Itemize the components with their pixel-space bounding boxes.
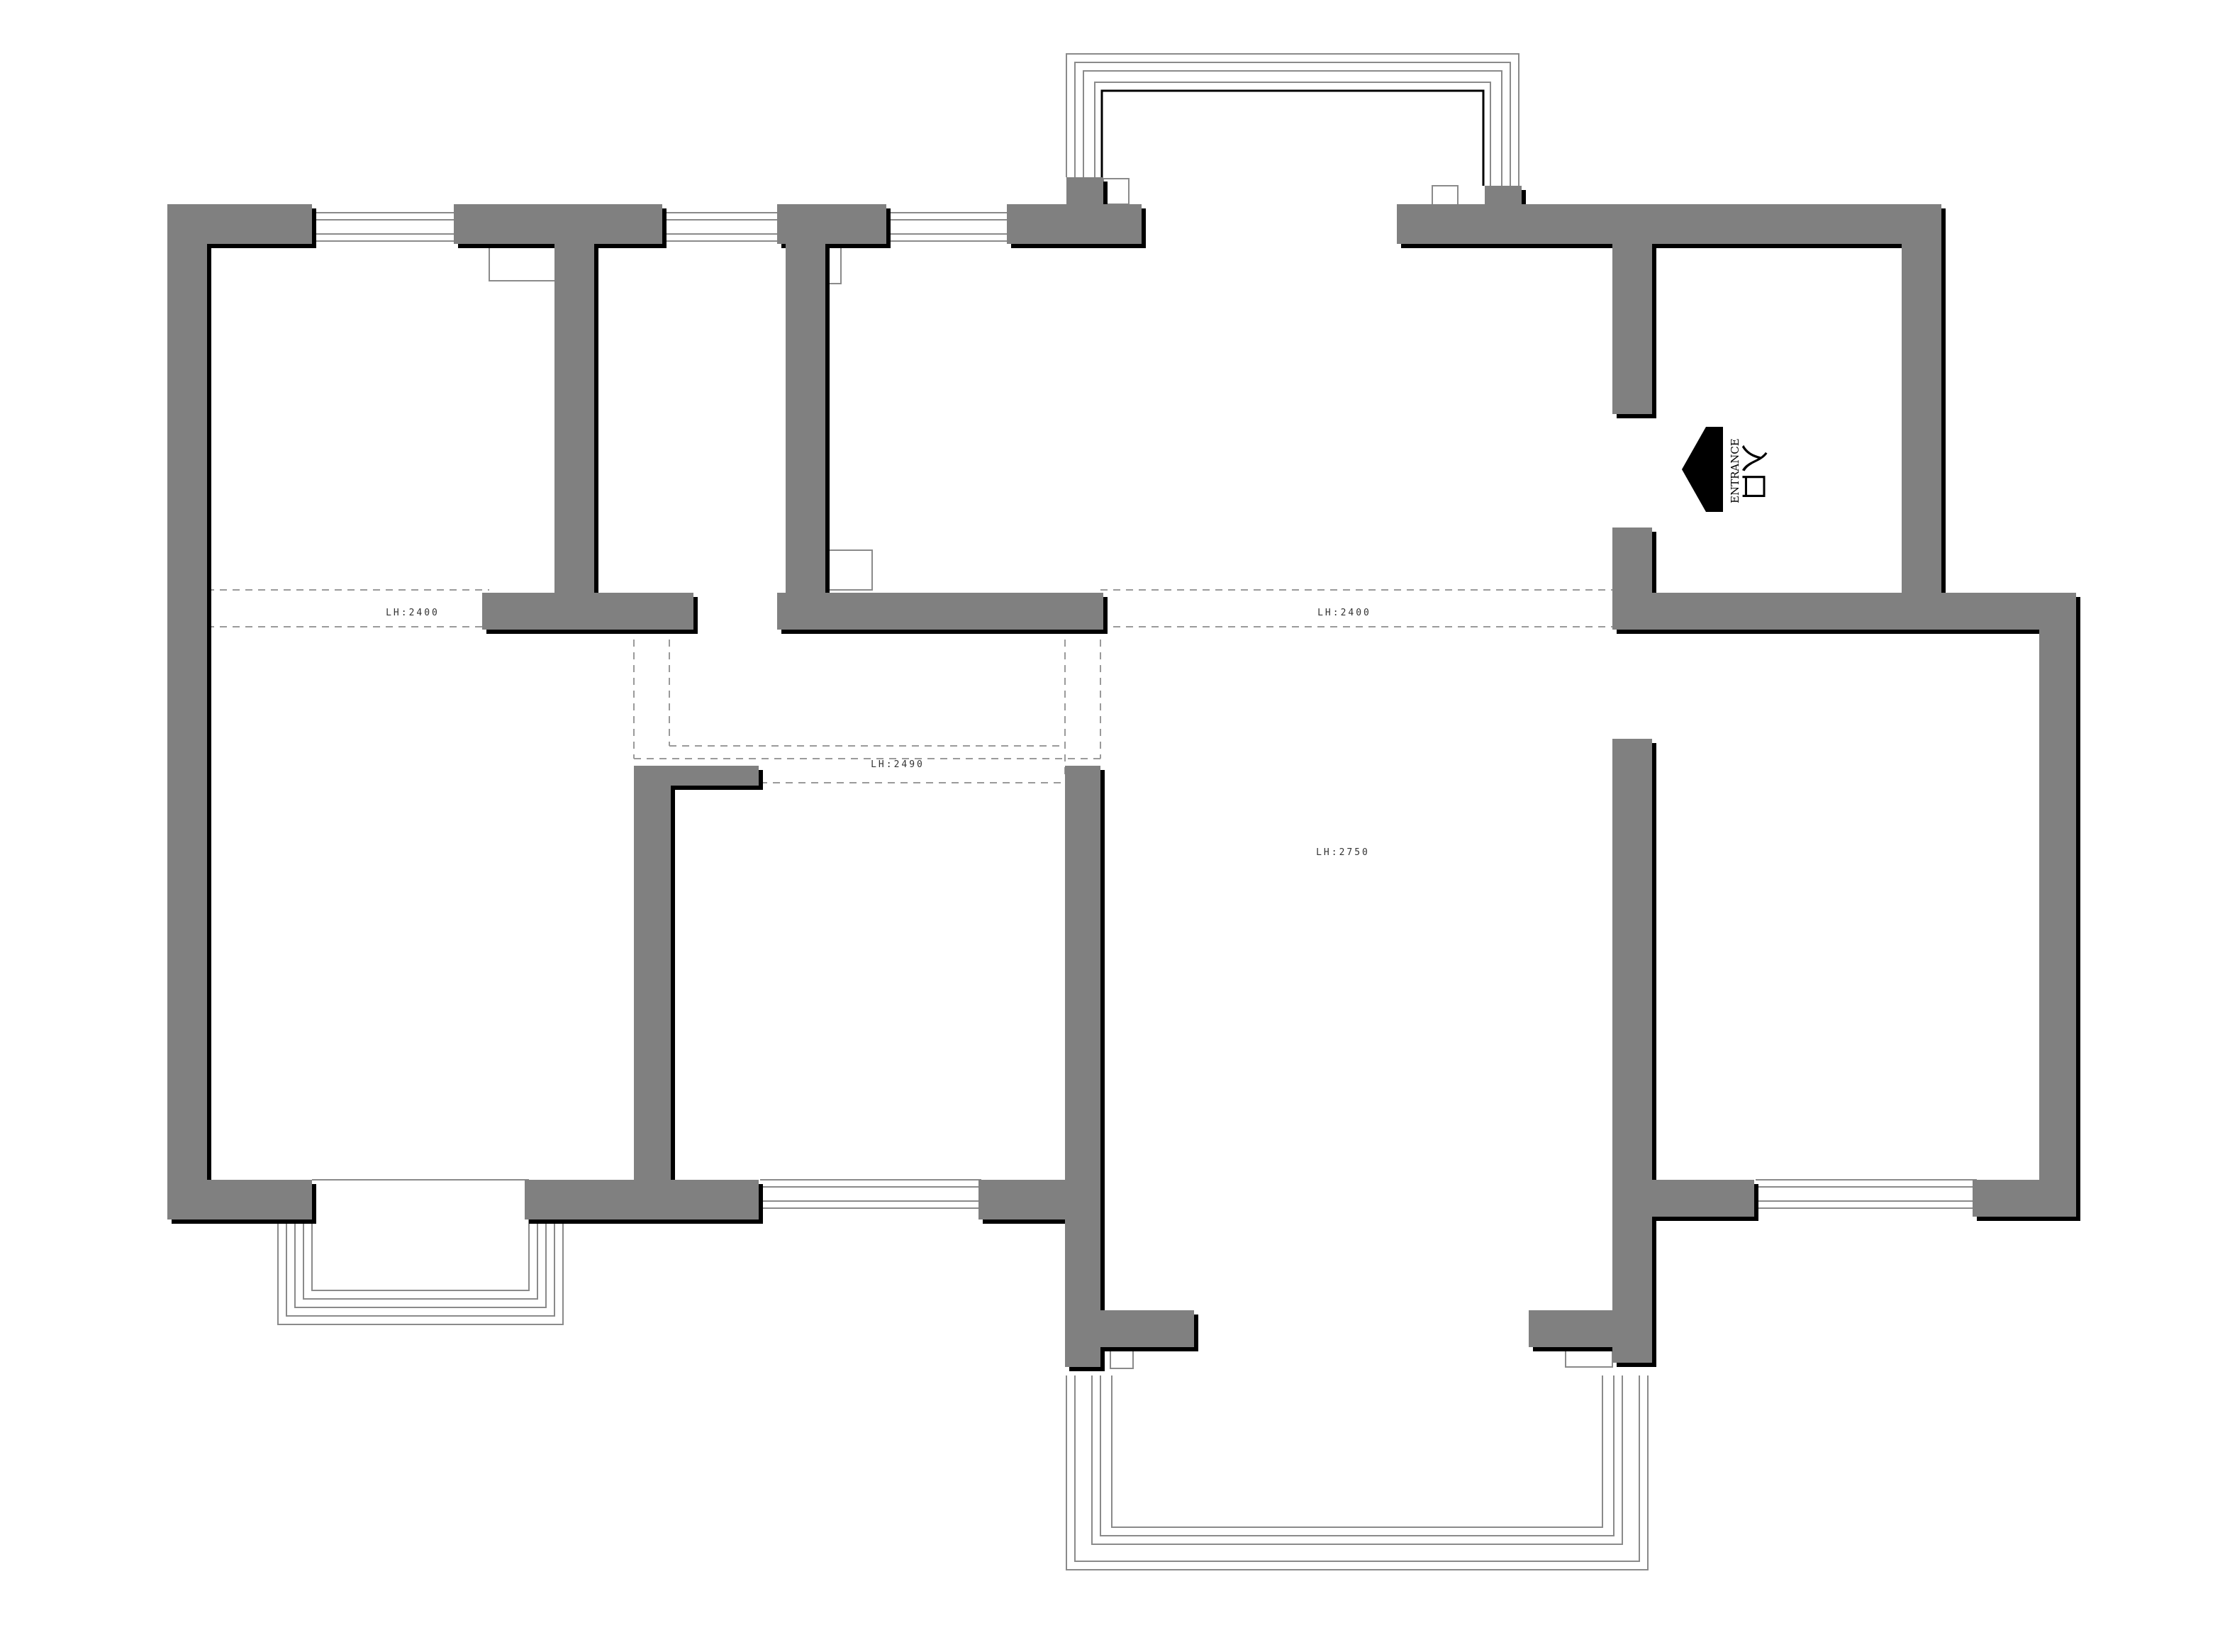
walls: [167, 177, 2080, 1371]
wall-segment: [1529, 1310, 1652, 1347]
balcony-bottom: [1066, 1346, 1649, 1570]
wall-segment: [1065, 1310, 1194, 1347]
wall-segment: [1612, 204, 1652, 414]
wall-segment: [1902, 204, 1941, 593]
ceiling-height-label: LH:2490: [871, 759, 925, 770]
wall-segment: [1612, 739, 1652, 1363]
ceiling-labels: LH:2400 LH:2400 LH:2490 LH:2750: [386, 608, 1371, 858]
wall-segment: [634, 766, 759, 786]
wall-segment: [2039, 593, 2076, 1217]
window-top-middle: [659, 212, 777, 242]
balcony-top: [1066, 53, 1519, 208]
wall-segment: [167, 204, 207, 1220]
ceiling-height-label: LH:2400: [1317, 608, 1371, 618]
wall-segment: [1066, 177, 1103, 244]
entrance-label-en: ENTRANCE: [1729, 438, 1741, 503]
wall-segment: [482, 593, 693, 630]
entrance-label-zh: 入口: [1737, 444, 1770, 501]
wall-segment: [1065, 766, 1100, 1367]
entrance-marker: ENTRANCE 入口: [1682, 427, 1770, 512]
wall-segment: [1612, 1180, 1754, 1217]
window-bottom-right: [1756, 1179, 1977, 1209]
wall-segment: [1485, 186, 1522, 244]
wall-segment: [1612, 593, 2076, 630]
ceiling-height-label: LH:2750: [1316, 847, 1370, 858]
arrow-left-icon: [1682, 427, 1723, 512]
window-top-left: [312, 212, 454, 242]
balcony-bottom-left: [277, 1179, 564, 1325]
wall-segment: [786, 204, 825, 593]
ceiling-height-label: LH:2400: [386, 608, 440, 618]
wall-segment: [167, 1180, 312, 1220]
wall-segment: [554, 204, 594, 593]
ceiling-zones: [207, 589, 1615, 783]
window-top-bath: [886, 212, 1007, 242]
wall-segment: [1973, 1180, 2076, 1217]
windows: [277, 53, 1977, 1570]
wall-segment: [634, 766, 671, 1220]
wall-segment: [525, 1180, 759, 1220]
wall-segment: [1397, 204, 1936, 244]
wall-segment: [777, 593, 1103, 630]
window-bottom-middle: [760, 1179, 981, 1209]
